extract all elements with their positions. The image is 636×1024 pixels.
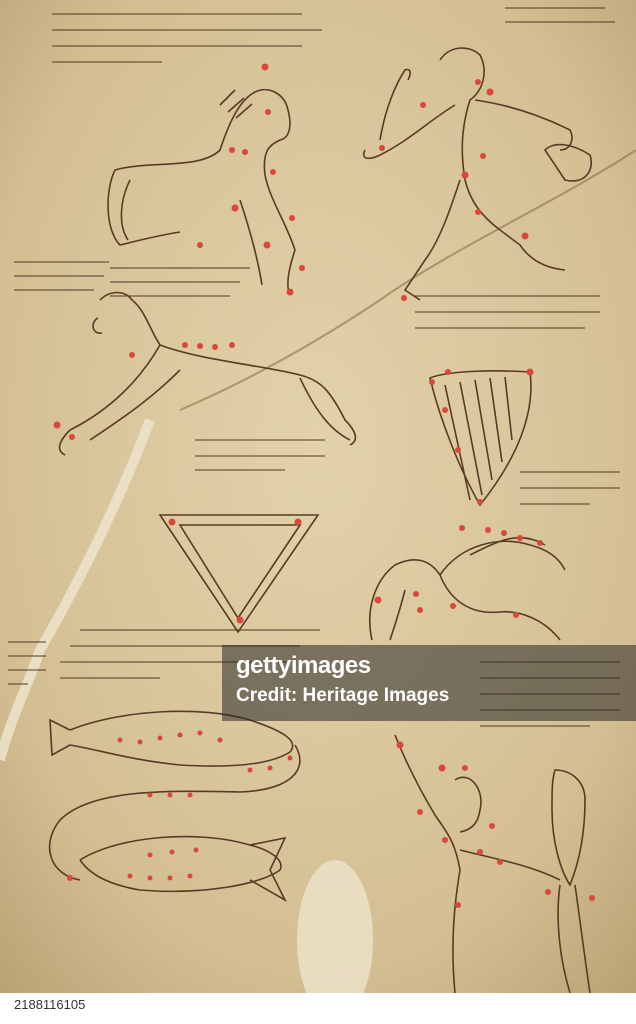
credit-line: Credit: Heritage Images: [236, 685, 450, 706]
getty-logo: gettyimages: [236, 652, 371, 679]
image-number: 2188116105: [14, 997, 86, 1012]
watermark-strip: [222, 645, 636, 721]
manuscript-photo: [0, 0, 636, 993]
footer-bar: [0, 993, 636, 1024]
